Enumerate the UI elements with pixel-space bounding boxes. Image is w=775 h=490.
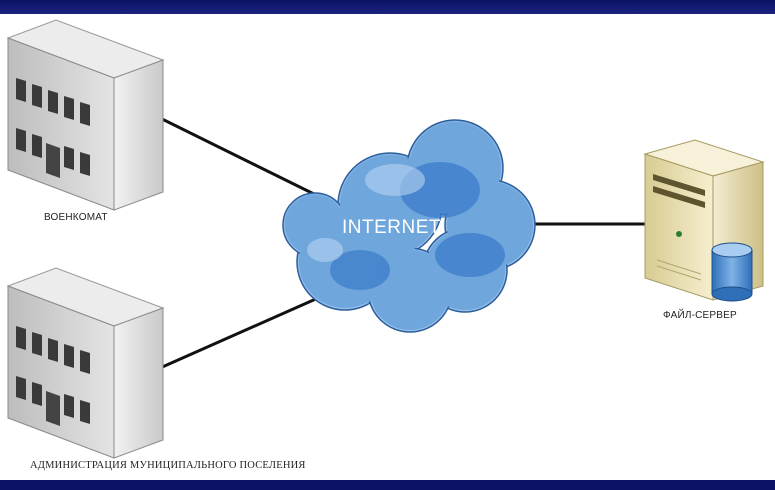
link-admin-internet xyxy=(159,296,319,370)
building-icon xyxy=(6,19,165,211)
cloud-icon xyxy=(282,119,536,333)
building-icon xyxy=(6,267,165,459)
admin-label: АДМИНИСТРАЦИЯ МУНИЦИПАЛЬНОГО ПОСЕЛЕНИЯ xyxy=(30,460,306,471)
top-frame-bar xyxy=(0,0,775,14)
database-icon xyxy=(711,242,753,302)
file-server-label: ФАЙЛ-СЕРВЕР xyxy=(663,310,737,321)
bottom-frame-bar xyxy=(0,480,775,490)
link-voenkomat-internet xyxy=(159,116,319,198)
voenkomat-label: ВОЕНКОМАТ xyxy=(44,212,108,223)
internet-label: INTERNET xyxy=(342,217,441,238)
connection-lines xyxy=(159,116,650,370)
